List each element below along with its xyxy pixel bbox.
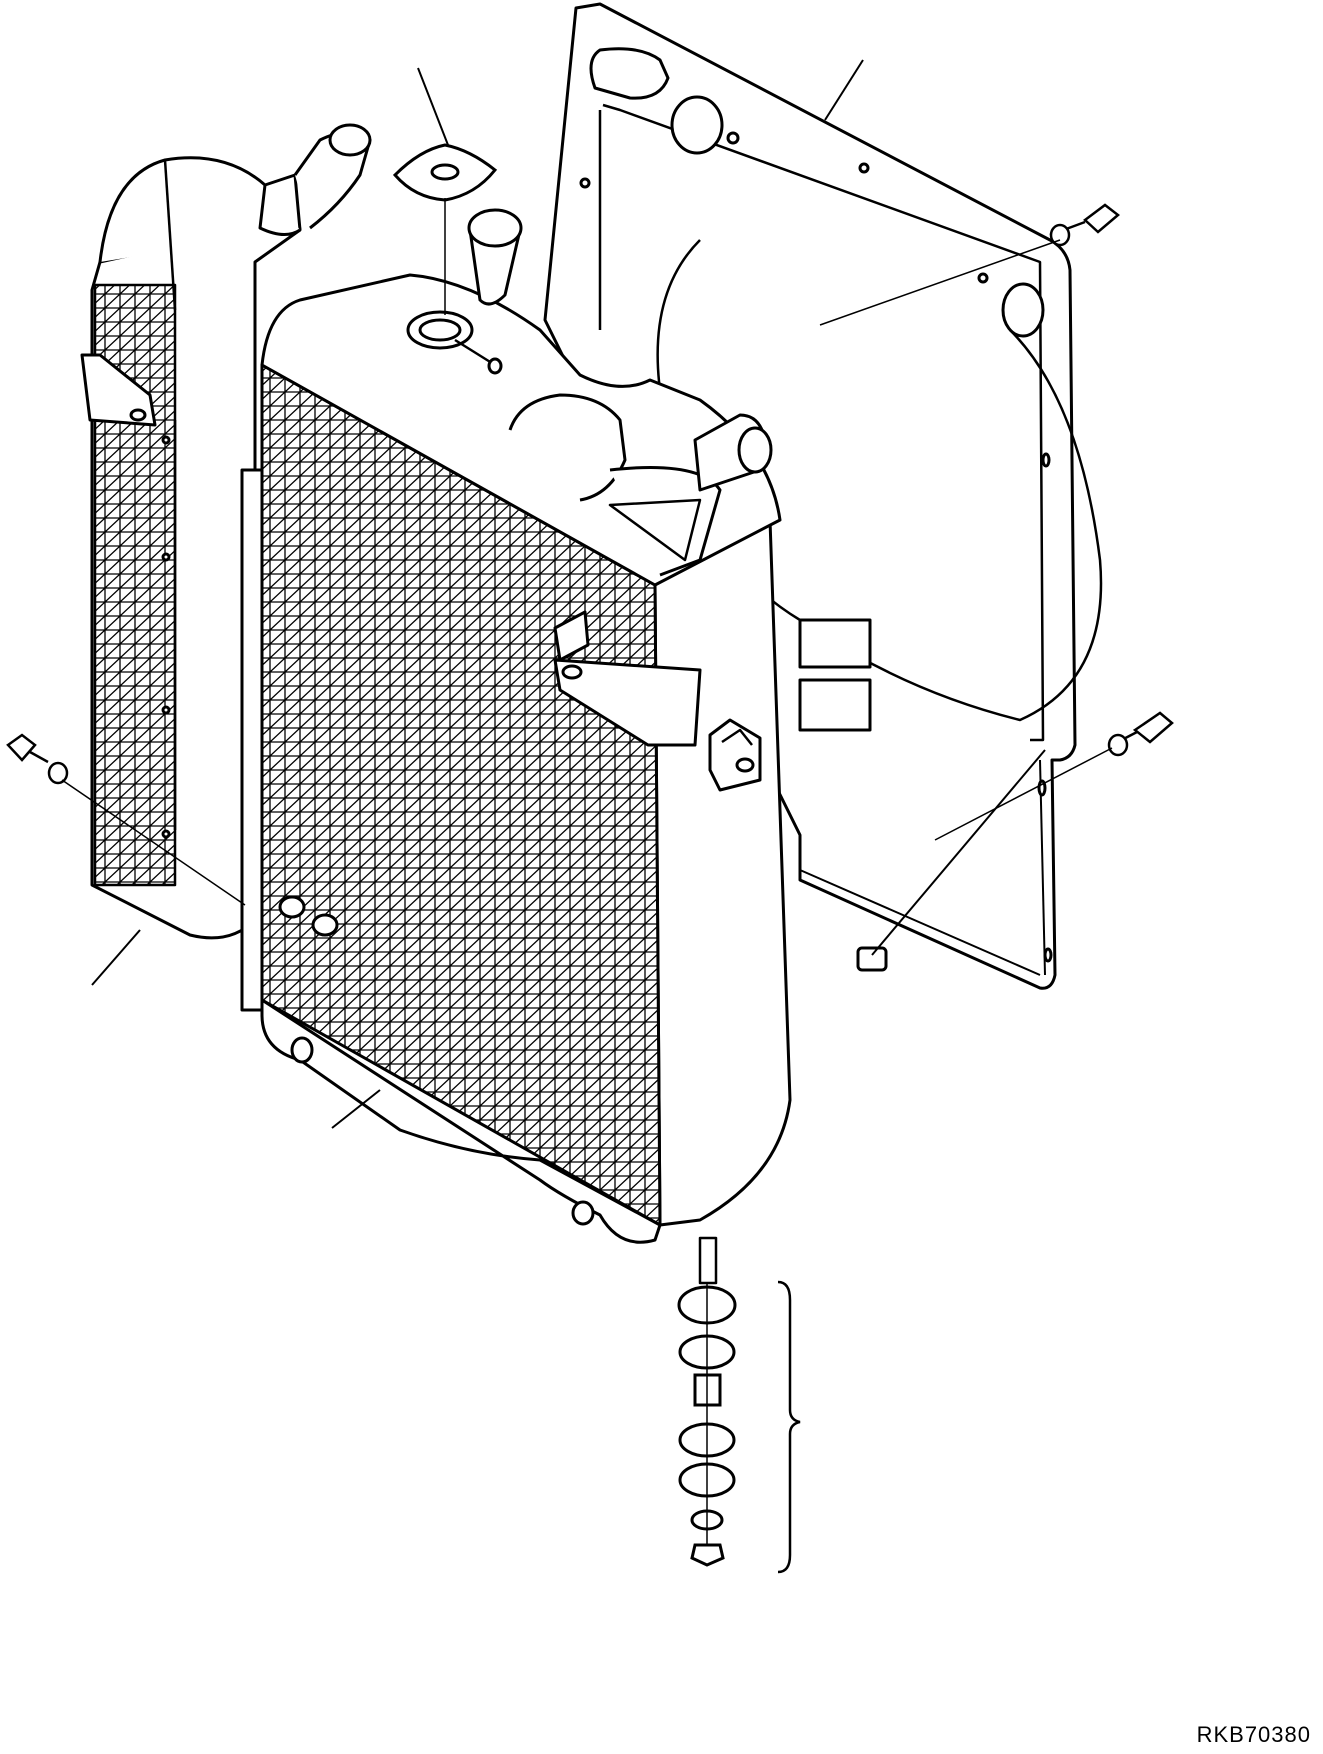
fan-shroud <box>543 2 1103 990</box>
assembly-brace <box>777 1280 801 1574</box>
mounting-bolt <box>6 203 1174 785</box>
leader-lines <box>61 59 1113 1545</box>
drawing-code: RKB70380 <box>1196 1722 1311 1747</box>
radiator <box>240 208 792 1285</box>
aftercooler <box>80 123 372 940</box>
radiator-cap <box>392 143 498 202</box>
